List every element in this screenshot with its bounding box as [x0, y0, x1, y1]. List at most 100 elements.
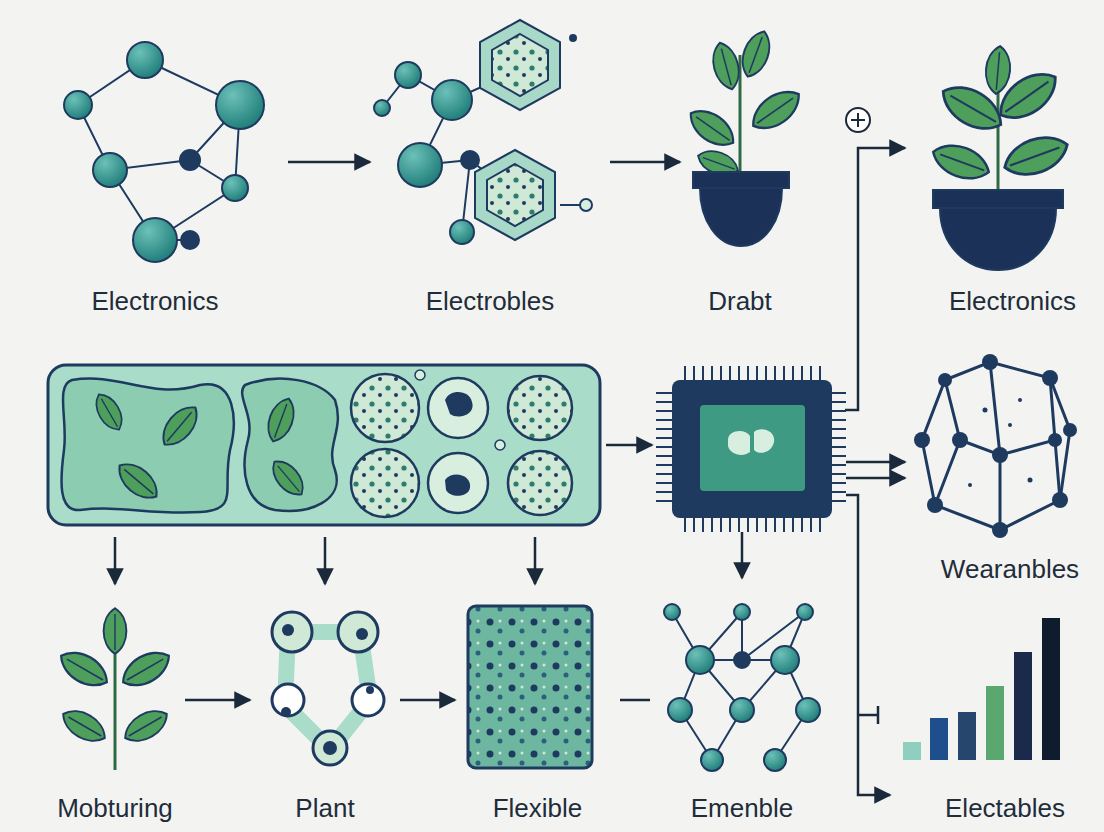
cell-band-part [428, 453, 488, 513]
cell-chain-icon [272, 612, 384, 765]
flow-arrow [115, 445, 742, 584]
potted-plant-icon-part [745, 83, 806, 137]
potted-plant-icon-part [737, 27, 776, 80]
chip-icon-part [700, 405, 805, 491]
cage-icon-part-part [914, 432, 930, 448]
plus-symbol [846, 108, 870, 132]
cell-band-part [90, 389, 128, 434]
bar-chart-icon-part [958, 712, 976, 760]
potted-plant-icon-part [928, 138, 994, 186]
node-label: Mobturing [53, 793, 177, 823]
molecule-icon-part [570, 35, 576, 41]
flow-arrow-part [324, 537, 327, 584]
molecule-icon [664, 604, 820, 771]
icon-node: Flexible [455, 585, 620, 823]
cage-icon-part [935, 362, 1060, 530]
cell-chain-icon-part [313, 731, 347, 765]
cell-chain-icon-part [352, 684, 384, 716]
node-label: Electronics [945, 286, 1080, 316]
flow-arrow-part [741, 532, 744, 578]
cell-band-part [112, 456, 164, 505]
bar-chart-icon-part [930, 718, 948, 760]
leaf-sprig-icon [55, 608, 176, 770]
potted-plant-icon-part [999, 129, 1073, 183]
potted-plant-icon-part [933, 190, 1063, 208]
cell-chain-icon-part-part [356, 628, 368, 640]
cell-chain-icon-part-part [366, 686, 374, 694]
connector-arrow [288, 161, 370, 164]
molecule-icon-part [180, 150, 200, 170]
cage-icon-part-part [952, 432, 968, 448]
molecule-icon-part [672, 612, 808, 760]
cell-band-part [445, 392, 473, 417]
potted-plant-icon [928, 45, 1073, 270]
molecule-icon-part [133, 218, 177, 262]
icon-node: Drabt [680, 20, 800, 316]
cage-icon-part [914, 354, 1077, 538]
connector-arrow [185, 699, 250, 702]
flow-arrow-part [114, 537, 117, 584]
leaf-sprig-icon-part [117, 644, 176, 693]
cage-icon-part-part [982, 354, 998, 370]
cell-band-part [351, 374, 419, 442]
flow-arrow-part [534, 537, 537, 584]
node-label: Plant [291, 793, 358, 823]
molecule-icon-part [93, 153, 127, 187]
node-label: Electables [941, 793, 1069, 823]
cage-icon-part-part [992, 447, 1008, 463]
icon-node: Electronics [22, 20, 288, 316]
flow-arrow-part [606, 444, 652, 447]
cell-chain-icon-part-part [281, 707, 291, 717]
cell-band-part [508, 451, 572, 515]
molecule-icon-part [686, 646, 714, 674]
chip-icon-part [656, 392, 672, 508]
molecule-icon-part [450, 220, 474, 244]
bar-chart-icon-part [1042, 618, 1060, 760]
bar-chart-icon-part [903, 742, 921, 760]
cage-icon-part-part [1008, 423, 1012, 427]
icon-node: Electrobles [370, 20, 610, 316]
node-label: Flexible [489, 793, 587, 823]
molecule-icon-part [771, 646, 799, 674]
node-label: Wearanbles [937, 554, 1083, 584]
potted-plant-icon [683, 27, 806, 246]
flow-arrow-part [846, 461, 905, 464]
potted-plant-icon-part [700, 188, 782, 246]
cage-icon-part-part [1028, 478, 1033, 483]
node-label: Emenble [687, 793, 798, 823]
cell-chain-icon-part [338, 612, 378, 652]
cage-icon-part-part [1052, 492, 1068, 508]
cell-band-part [508, 376, 572, 440]
cell-band-part [445, 474, 470, 495]
molecule-icon-part [432, 80, 472, 120]
bar-chart-icon [903, 618, 1060, 760]
cell-band-part [262, 395, 299, 446]
molecule-icon-part [764, 749, 786, 771]
plus-symbol-part [846, 108, 870, 132]
potted-plant-icon-part [683, 103, 740, 154]
chip-icon-part [672, 380, 832, 518]
node-label: Drabt [704, 286, 776, 316]
molecule-icon-part [664, 604, 680, 620]
flow-arrow-part [858, 706, 878, 724]
potted-plant-icon-part [984, 45, 1012, 95]
potted-plant-icon-part [693, 172, 789, 188]
icon-node: Plant [250, 585, 400, 823]
cell-band-part [48, 365, 600, 525]
potted-plant-icon-part [997, 80, 1000, 190]
node-label: Electrobles [422, 286, 559, 316]
icon-node: Electables [920, 585, 1090, 823]
plus-symbol-part [851, 113, 865, 127]
molecule-icon-part [475, 150, 555, 240]
molecule-icon-part [64, 91, 92, 119]
molecule-icon-part [580, 199, 592, 211]
cell-band-part [351, 449, 419, 517]
molecule-icon-part [78, 60, 240, 240]
molecule-icon-part [668, 698, 692, 722]
molecule-icon-part [181, 231, 199, 249]
molecule-icon-part [730, 698, 754, 722]
chip-icon-part [832, 392, 846, 508]
